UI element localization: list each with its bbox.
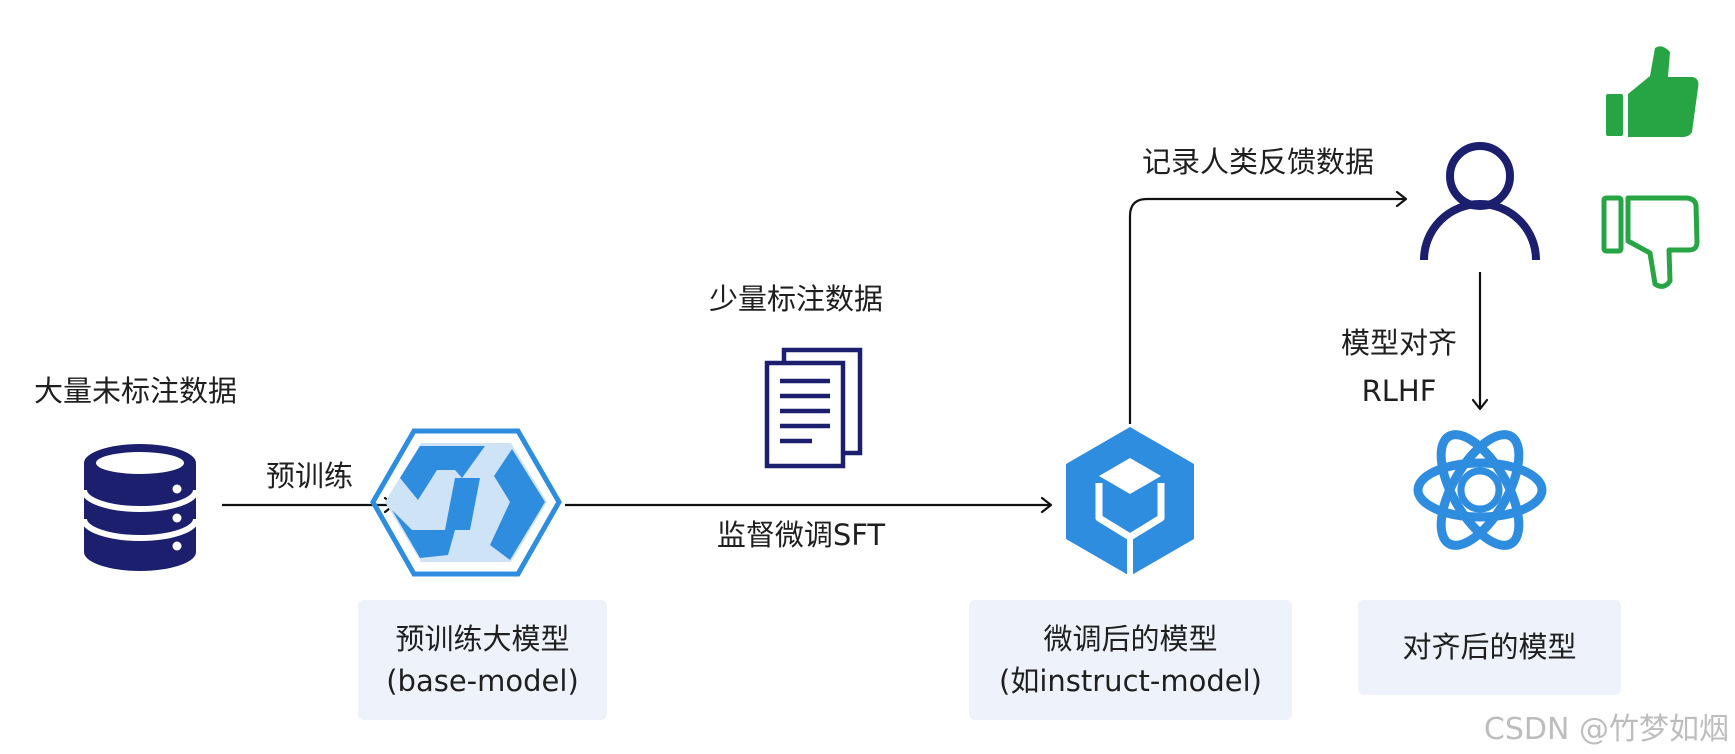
finetuned-subtitle: (如instruct-model): [999, 664, 1262, 698]
feedback-edge-label: 记录人类反馈数据: [1142, 145, 1375, 179]
pretrain-edge-label: 预训练: [266, 459, 354, 493]
watermark: CSDN @竹梦如烟: [1483, 712, 1729, 747]
finetuned-model-box: 微调后的模型 (如instruct-model): [969, 600, 1292, 720]
database-icon: [81, 444, 199, 571]
base-model-box: 预训练大模型 (base-model): [358, 600, 607, 720]
thumbs-down-icon: [1601, 195, 1700, 289]
thumbs-up-icon: [1606, 46, 1699, 137]
finetuned-title: 微调后的模型: [1043, 621, 1218, 656]
sft-edge-label: 监督微调SFT: [716, 518, 886, 552]
raw-data-label: 大量未标注数据: [34, 374, 238, 408]
base-model-title: 预训练大模型: [395, 621, 570, 656]
openai-knot-icon: [1413, 430, 1547, 550]
cube-icon: [1066, 427, 1194, 576]
aligned-title: 对齐后的模型: [1402, 630, 1577, 665]
labeled-data-label: 少量标注数据: [709, 282, 884, 316]
rlhf-label-line2: RLHF: [1361, 374, 1437, 408]
aligned-model-box: 对齐后的模型: [1358, 600, 1621, 695]
hexagon-model-icon: [370, 428, 562, 577]
rlhf-label-line1: 模型对齐: [1340, 326, 1458, 360]
base-model-subtitle: (base-model): [386, 664, 579, 698]
person-icon: [1420, 142, 1540, 261]
feedback-arrow: [1128, 190, 1408, 424]
document-stack-icon: [764, 347, 863, 469]
